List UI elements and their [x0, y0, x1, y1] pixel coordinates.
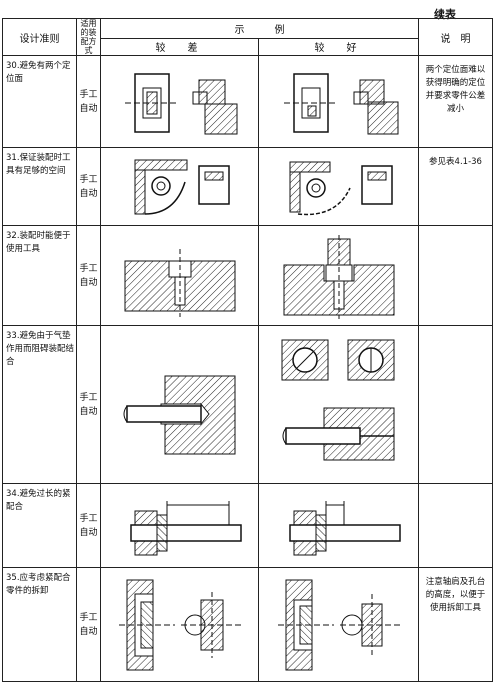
figure-good-34 — [258, 483, 419, 568]
row-note — [418, 325, 493, 484]
figure-good-32 — [258, 225, 419, 326]
table-row: 35.应考虑紧配合零件的拆卸 手工自动 — [2, 567, 493, 682]
row-principle: 31.保证装配时工具有足够的空间 — [2, 147, 77, 226]
continued-label: 续表 — [434, 8, 456, 21]
row-principle: 33.避免由于气垫作用而阻碍装配结合 — [2, 325, 77, 484]
row-principle: 30.避免有两个定位面 — [2, 55, 77, 148]
row-note: 两个定位面难以获得明确的定位并要求零件公差减小 — [418, 55, 493, 148]
row-method: 手工自动 — [76, 483, 101, 568]
row-note — [418, 483, 493, 568]
table-row: 32.装配时能便于使用工具 手工自动 — [2, 225, 493, 326]
col-header-bad: 较 差 — [100, 37, 259, 57]
row-note: 注意轴肩及孔台的高度，以便于使用拆卸工具 — [418, 567, 493, 682]
figure-good-31 — [258, 147, 419, 226]
figure-bad-31 — [100, 147, 259, 226]
col-header-good: 较 好 — [258, 37, 419, 57]
figure-bad-34 — [100, 483, 259, 568]
table-row: 30.避免有两个定位面 手工自动 两 — [2, 55, 493, 148]
figure-good-33 — [258, 325, 419, 484]
figure-good-30 — [258, 55, 419, 148]
row-method: 手工自动 — [76, 225, 101, 326]
col-header-note: 说 明 — [418, 18, 493, 56]
row-principle: 32.装配时能便于使用工具 — [2, 225, 77, 326]
row-method: 手工自动 — [76, 147, 101, 226]
table-row: 33.避免由于气垫作用而阻碍装配结合 手工自动 — [2, 325, 493, 484]
col-header-example: 示 例 — [100, 18, 419, 39]
figure-bad-33 — [100, 325, 259, 484]
figure-good-35 — [258, 567, 419, 682]
row-principle: 34.避免过长的紧配合 — [2, 483, 77, 568]
col-header-principle: 设计准则 — [2, 18, 77, 56]
table-row: 31.保证装配时工具有足够的空间 手工自动 — [2, 147, 493, 226]
figure-bad-35 — [100, 567, 259, 682]
design-guideline-table: 设计准则 适用的装配方式 示 例 说 明 较 差 较 好 30.避免有两个定位面… — [2, 18, 493, 682]
col-header-method: 适用的装配方式 — [76, 18, 101, 56]
row-note: 参见表4.1-36 — [418, 147, 493, 226]
row-method: 手工自动 — [76, 55, 101, 148]
row-note — [418, 225, 493, 326]
figure-bad-30 — [100, 55, 259, 148]
table-row: 34.避免过长的紧配合 手工自动 — [2, 483, 493, 568]
row-principle: 35.应考虑紧配合零件的拆卸 — [2, 567, 77, 682]
figure-bad-32 — [100, 225, 259, 326]
row-method: 手工自动 — [76, 567, 101, 682]
row-method: 手工自动 — [76, 325, 101, 484]
